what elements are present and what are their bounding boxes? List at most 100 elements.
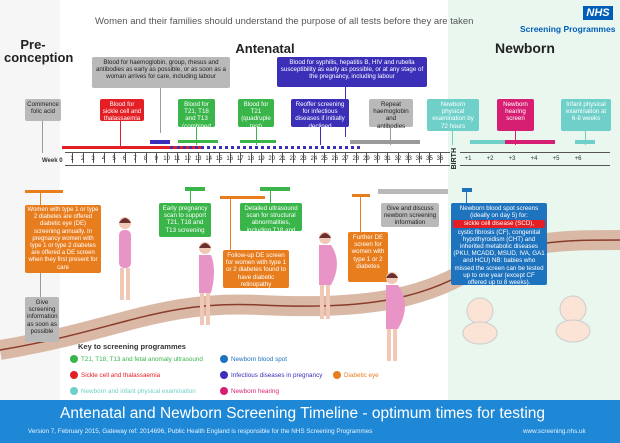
timeline-tick: [376, 153, 378, 163]
box-followup-de: Follow-up DE screen for women with type …: [223, 250, 289, 288]
key-label: Sickle cell and thalassaemia: [81, 371, 161, 379]
timeline-tick: [303, 153, 305, 163]
baby-figure-2: [555, 295, 591, 343]
box-further-de: Further DE screen for women with type 1 …: [348, 232, 388, 282]
week-tick-label: 26: [331, 156, 339, 162]
week-tick-label: 18: [247, 156, 255, 162]
timeline-tick: [72, 153, 73, 163]
key-item: Infectious diseases in pregnancy: [220, 371, 322, 379]
week-tick-label: 29: [363, 156, 370, 162]
key-swatch-icon: [333, 371, 341, 379]
box-give-info: Give screening information as soon as po…: [25, 297, 59, 342]
box-t21-combined: Blood for T21, T18 and T13 (combined tes…: [178, 99, 215, 137]
timeline-tick: [250, 153, 252, 163]
bar-infectious-dotted: [170, 146, 360, 149]
timeline-tick: [198, 153, 200, 163]
connector-give-info: [40, 273, 41, 297]
key-swatch-icon: [220, 371, 228, 379]
timeline-tick: [324, 153, 326, 163]
week-tick-label: 2: [80, 156, 85, 162]
timeline-tick: [440, 153, 441, 163]
connector-syphilis: [345, 87, 346, 137]
timeline-tick: [366, 153, 368, 163]
timeline-tick: [177, 153, 179, 163]
box-early-scan: Early pregnancy scan to support T21, T18…: [159, 203, 211, 237]
footer-version: Version 7, February 2015, Gateway ref: 2…: [28, 428, 373, 435]
box-newborn-physical: Newborn physical examination by 72 hours: [427, 99, 479, 131]
week-tick-label: 25: [320, 156, 328, 162]
bar-blood-spot: [462, 188, 472, 192]
post-week-tick-label: +4: [530, 156, 538, 162]
timeline-tick: [187, 153, 189, 163]
key-swatch-icon: [70, 355, 78, 363]
key-swatch-icon: [220, 387, 228, 395]
week-tick-label: 27: [342, 156, 349, 162]
week-tick-label: 19: [257, 156, 265, 162]
key-item: Newborn and infant physical examination: [70, 387, 196, 395]
bar-infectious-early: [150, 140, 170, 144]
key-item: Newborn hearing: [220, 387, 279, 395]
week-tick-label: 23: [299, 156, 307, 162]
woman-figure-2: [199, 242, 214, 325]
timeline-tick: [145, 153, 147, 163]
post-week-tick-label: +5: [552, 156, 560, 162]
timeline-tick: [166, 153, 168, 163]
timeline-ruler: [65, 152, 450, 166]
footer-title: Antenatal and Newborn Screening Timeline…: [60, 405, 546, 422]
box-blood-group: Blood for haemoglobin, group, rhesus and…: [92, 57, 230, 88]
bar-quadruple: [240, 140, 276, 143]
box-sickle-cell: Blood for sickle cell and thalassaemia: [100, 99, 144, 122]
connector-reoffer: [320, 127, 321, 145]
week-tick-label: 28: [352, 156, 360, 162]
timeline-tick: [229, 153, 231, 163]
box-detailed-scan: Detailed ultrasound scan for structural …: [240, 203, 302, 241]
week-tick-label: 7: [133, 156, 137, 162]
timeline-tick: [261, 153, 263, 163]
timeline-tick: [240, 153, 242, 163]
key-swatch-icon: [70, 387, 78, 395]
timeline-tick: [313, 153, 315, 163]
connector-repeat: [390, 127, 391, 145]
key-label: Newborn and infant physical examination: [81, 387, 196, 395]
timeline-tick: [387, 153, 389, 163]
week-tick-label: 3: [91, 156, 95, 162]
post-week-tick-label: +1: [464, 156, 472, 162]
timeline-tick: [93, 153, 95, 163]
timeline-tick: [345, 153, 347, 163]
timeline-tick: [103, 153, 105, 163]
bar-infant: [575, 140, 595, 144]
week-tick-label: 34: [415, 156, 423, 162]
baby-figure-1: [462, 297, 498, 345]
footer-url[interactable]: www.screening.nhs.uk: [523, 428, 586, 435]
box-newborn-hearing: Newborn hearing screen: [497, 99, 534, 131]
timeline-tick: [418, 153, 420, 163]
box-blood-syphilis: Blood for syphilis, hepatitis B, HIV and…: [277, 57, 427, 87]
connector-combined: [196, 127, 197, 145]
blood-spot-conditions: cystic fibrosis (CF), congenital hypothy…: [453, 228, 545, 287]
week-tick-label: 12: [184, 156, 191, 162]
week-tick-label: 14: [205, 156, 213, 162]
bar-followup-de: [220, 196, 265, 199]
timeline-tick: [271, 153, 273, 163]
week-tick-label: 22: [289, 156, 297, 162]
woman-figure-3: [319, 232, 337, 319]
box-t21-quadruple: Blood for T21 (quadruple test): [238, 99, 274, 130]
nhs-logo: NHS: [583, 6, 613, 20]
bar-repeat: [350, 140, 420, 144]
key-item: Diabetic eye: [333, 371, 379, 379]
box-folic-acid: Commence folic acid: [25, 99, 61, 121]
connector-followup: [230, 199, 231, 250]
key-label: Newborn hearing: [231, 387, 279, 395]
antenatal-title: Antenatal: [235, 41, 295, 56]
bar-combined: [178, 140, 218, 143]
key-item: T21, T18, T13 and fetal anomaly ultrasou…: [70, 355, 203, 363]
post-week-tick-label: +3: [508, 156, 516, 162]
week-tick-label: 10: [163, 156, 170, 162]
box-infant-physical: Infant physical examination at 6-8 weeks: [561, 99, 611, 131]
blood-spot-heading: Newborn blood spot screens (ideally on d…: [459, 205, 539, 220]
timeline-tick: [124, 153, 126, 163]
key-label: T21, T18, T13 and fetal anomaly ultrasou…: [81, 355, 203, 363]
box-diabetes-early: Women with type 1 or type 2 diabetes are…: [25, 205, 101, 273]
week-tick-label: 31: [384, 156, 391, 162]
bar-further-de: [352, 194, 370, 197]
